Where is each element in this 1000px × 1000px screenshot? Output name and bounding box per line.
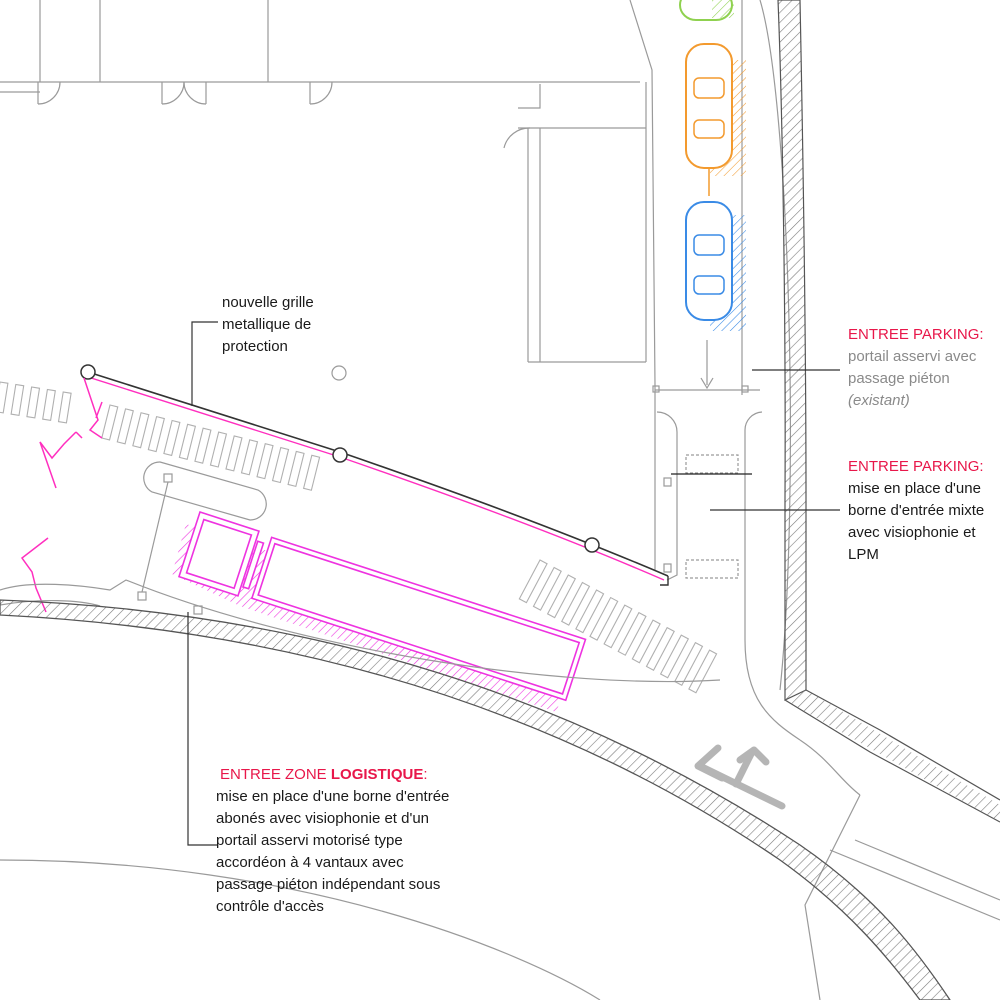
annotation-parking-borne: ENTREE PARKING: mise en place d'une born… bbox=[848, 456, 984, 566]
double-arrow-icon bbox=[694, 744, 786, 810]
annotation-line: contrôle d'accès bbox=[216, 898, 324, 915]
annotation-line: avec visiophonie et bbox=[848, 524, 976, 541]
annotation-parking-portail: ENTREE PARKING: portail asservi avec pas… bbox=[848, 324, 984, 412]
annotation-line: metallique de bbox=[222, 316, 312, 333]
annotation-grille: nouvelle grille metallique de protection bbox=[222, 292, 314, 358]
annotation-line: mise en place d'une borne d'entrée bbox=[216, 788, 450, 805]
car-icon bbox=[685, 43, 746, 196]
annotation-logistique: ENTREE ZONE LOGISTIQUE: mise en place d'… bbox=[216, 764, 449, 918]
annotation-line: nouvelle grille bbox=[222, 294, 314, 311]
annotation-line: portail asservi avec bbox=[848, 348, 977, 365]
annotation-line: accordéon à 4 vantaux avec bbox=[216, 854, 404, 871]
annotation-line: passage piéton bbox=[848, 370, 950, 387]
title-part: : bbox=[423, 766, 428, 783]
accordion-gate-icon bbox=[20, 377, 103, 613]
annotation-line: protection bbox=[222, 338, 288, 355]
crosswalk bbox=[0, 381, 718, 694]
annotation-title: ENTREE PARKING: bbox=[848, 326, 984, 343]
new-fence bbox=[80, 364, 669, 586]
annotation-title: ENTREE ZONE LOGISTIQUE: bbox=[216, 764, 449, 786]
car-icon bbox=[685, 201, 746, 331]
building-outline bbox=[0, 0, 647, 381]
annotation-line: mise en place d'une bbox=[848, 480, 981, 497]
title-part-bold: LOGISTIQUE bbox=[330, 766, 424, 783]
car-icon bbox=[679, 0, 734, 21]
annotation-note: (existant) bbox=[848, 392, 910, 409]
annotation-title: ENTREE PARKING: bbox=[848, 458, 984, 475]
annotation-line: borne d'entrée mixte bbox=[848, 502, 985, 519]
leader-lines bbox=[187, 321, 840, 846]
east-wall bbox=[777, 0, 1000, 823]
annotation-line: passage piéton indépendant sous bbox=[216, 876, 441, 893]
annotation-line: LPM bbox=[848, 546, 879, 563]
annotation-line: abonés avec visiophonie et d'un bbox=[216, 810, 430, 827]
annotation-line: portail asservi motorisé type bbox=[216, 832, 403, 849]
truck-icon bbox=[172, 510, 587, 712]
title-part: ENTREE ZONE bbox=[220, 766, 331, 783]
